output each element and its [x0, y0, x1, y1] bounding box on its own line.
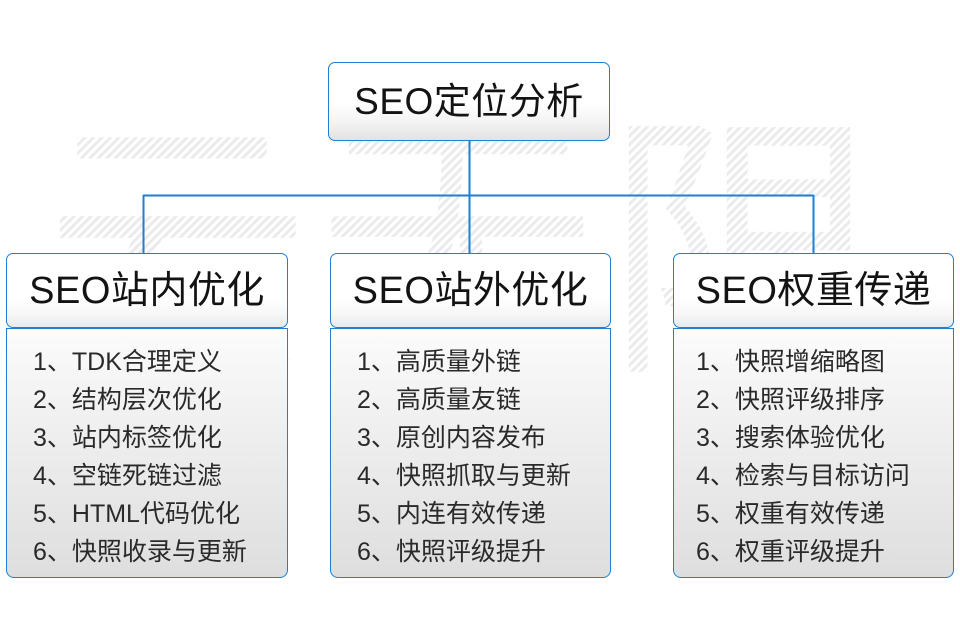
list-item-number: 1、 [696, 348, 735, 376]
list-item[interactable]: 6、快照评级提升 [357, 533, 610, 571]
list-item-label: 快照收录与更新 [71, 538, 247, 566]
list-item-number: 3、 [357, 424, 396, 452]
list-item[interactable]: 6、权重评级提升 [696, 533, 953, 571]
list-item-label: 高质量外链 [395, 348, 521, 376]
list-item-label: 权重有效传递 [734, 500, 885, 528]
list-item-label: 结构层次优化 [71, 386, 222, 414]
column-header-seo-offsite[interactable]: SEO站外优化 [330, 253, 611, 328]
list-item[interactable]: 2、高质量友链 [357, 381, 610, 419]
list-item-label: 高质量友链 [395, 386, 521, 414]
column-header-label: SEO站内优化 [29, 269, 265, 312]
item-list-seo-weight-transfer: 1、快照增缩略图 2、快照评级排序 3、搜索体验优化 4、检索与目标访问 5、权… [674, 343, 953, 571]
list-item-label: TDK合理定义 [71, 348, 222, 376]
list-item-label: 站内标签优化 [71, 424, 222, 452]
root-node-title: SEO定位分析 [354, 81, 584, 122]
column-header-label: SEO权重传递 [695, 269, 932, 312]
list-item-number: 4、 [696, 462, 735, 490]
list-item-label: 快照评级排序 [734, 386, 885, 414]
list-item-label: 原创内容发布 [395, 424, 546, 452]
list-item-label: 快照抓取与更新 [395, 462, 571, 490]
list-item[interactable]: 6、快照收录与更新 [33, 533, 287, 571]
list-item[interactable]: 4、检索与目标访问 [696, 457, 953, 495]
list-item[interactable]: 3、站内标签优化 [33, 419, 287, 457]
item-list-seo-onsite: 1、TDK合理定义 2、结构层次优化 3、站内标签优化 4、空链死链过滤 5、H… [7, 343, 287, 571]
list-item[interactable]: 5、HTML代码优化 [33, 495, 287, 533]
list-item[interactable]: 3、搜索体验优化 [696, 419, 953, 457]
list-item[interactable]: 2、结构层次优化 [33, 381, 287, 419]
list-item-label: 检索与目标访问 [734, 462, 910, 490]
column-body-seo-offsite: 1、高质量外链 2、高质量友链 3、原创内容发布 4、快照抓取与更新 5、内连有… [330, 328, 611, 578]
list-item[interactable]: 1、高质量外链 [357, 343, 610, 381]
list-item[interactable]: 2、快照评级排序 [696, 381, 953, 419]
list-item-number: 6、 [696, 538, 735, 566]
list-item-label: 权重评级提升 [734, 538, 885, 566]
list-item-label: HTML代码优化 [71, 500, 240, 528]
list-item-label: 快照增缩略图 [734, 348, 885, 376]
list-item[interactable]: 1、TDK合理定义 [33, 343, 287, 381]
list-item-number: 6、 [33, 538, 72, 566]
column-header-seo-weight-transfer[interactable]: SEO权重传递 [673, 253, 954, 328]
list-item-label: 内连有效传递 [395, 500, 546, 528]
list-item-number: 1、 [357, 348, 396, 376]
column-header-seo-onsite[interactable]: SEO站内优化 [6, 253, 288, 328]
list-item[interactable]: 5、权重有效传递 [696, 495, 953, 533]
column-body-seo-onsite: 1、TDK合理定义 2、结构层次优化 3、站内标签优化 4、空链死链过滤 5、H… [6, 328, 288, 578]
list-item[interactable]: 1、快照增缩略图 [696, 343, 953, 381]
list-item-number: 5、 [357, 500, 396, 528]
list-item-label: 空链死链过滤 [71, 462, 222, 490]
column-body-seo-weight-transfer: 1、快照增缩略图 2、快照评级排序 3、搜索体验优化 4、检索与目标访问 5、权… [673, 328, 954, 578]
list-item[interactable]: 5、内连有效传递 [357, 495, 610, 533]
list-item-number: 3、 [33, 424, 72, 452]
list-item[interactable]: 4、空链死链过滤 [33, 457, 287, 495]
root-node-seo-positioning-analysis[interactable]: SEO定位分析 [328, 62, 610, 141]
list-item-number: 5、 [696, 500, 735, 528]
list-item-number: 2、 [357, 386, 396, 414]
column-header-label: SEO站外优化 [352, 269, 589, 312]
list-item-number: 5、 [33, 500, 72, 528]
list-item-number: 3、 [696, 424, 735, 452]
list-item[interactable]: 3、原创内容发布 [357, 419, 610, 457]
list-item[interactable]: 4、快照抓取与更新 [357, 457, 610, 495]
list-item-number: 4、 [357, 462, 396, 490]
list-item-number: 1、 [33, 348, 72, 376]
list-item-number: 2、 [696, 386, 735, 414]
list-item-number: 6、 [357, 538, 396, 566]
list-item-number: 2、 [33, 386, 72, 414]
item-list-seo-offsite: 1、高质量外链 2、高质量友链 3、原创内容发布 4、快照抓取与更新 5、内连有… [331, 343, 610, 571]
list-item-label: 快照评级提升 [395, 538, 546, 566]
list-item-number: 4、 [33, 462, 72, 490]
list-item-label: 搜索体验优化 [734, 424, 885, 452]
